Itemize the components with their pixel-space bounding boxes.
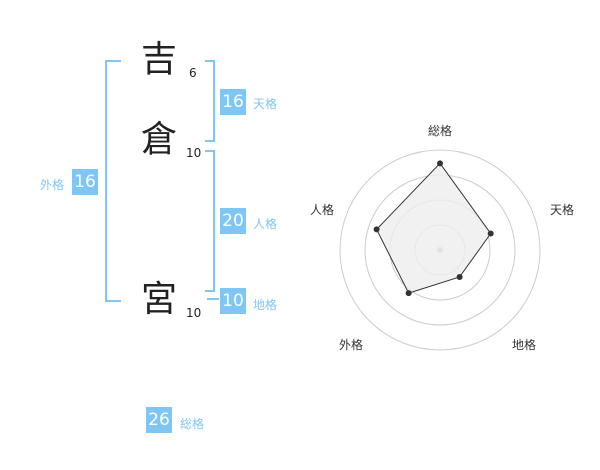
radar-point-3: [405, 290, 412, 297]
radar-axis-label-chikaku: 地格: [512, 338, 537, 352]
chikaku-label: 地格: [253, 298, 278, 312]
radar-point-0: [437, 160, 443, 167]
jinkaku-bracket: [205, 150, 215, 292]
soukaku-value: 26: [146, 407, 172, 433]
name-char-3-strokes: 10: [186, 306, 202, 320]
name-char-1-strokes: 6: [189, 66, 197, 80]
tenkaku-value: 16: [220, 89, 246, 115]
soukaku-label: 総格: [180, 417, 205, 431]
gaikaku-label: 外格: [40, 178, 65, 192]
radar-series-area: [375, 162, 492, 294]
name-char-2-strokes: 10: [186, 146, 202, 160]
chikaku-connector: [207, 298, 219, 300]
radar-grid-ring: [339, 149, 541, 351]
radar-point-2: [456, 273, 463, 280]
tenkaku-bracket: [205, 60, 215, 142]
gaikaku-bracket: [105, 60, 121, 302]
jinkaku-value: 20: [220, 208, 246, 234]
radar-axis-label-soukaku: 総格: [428, 124, 453, 138]
name-char-3: 宮: [141, 279, 178, 320]
radar-axis-label-jinkaku: 人格: [310, 203, 335, 217]
jinkaku-label: 人格: [253, 217, 278, 231]
name-char-2: 倉: [141, 119, 178, 160]
chikaku-value: 10: [220, 288, 246, 314]
tenkaku-label: 天格: [253, 97, 278, 111]
radar-point-1: [487, 230, 494, 237]
name-char-1: 吉: [141, 39, 178, 80]
gaikaku-value: 16: [72, 169, 98, 195]
radar-axis-label-tenkaku: 天格: [550, 203, 575, 217]
radar-point-4: [373, 226, 380, 233]
radar-axis-label-gaikaku: 外格: [339, 338, 364, 352]
